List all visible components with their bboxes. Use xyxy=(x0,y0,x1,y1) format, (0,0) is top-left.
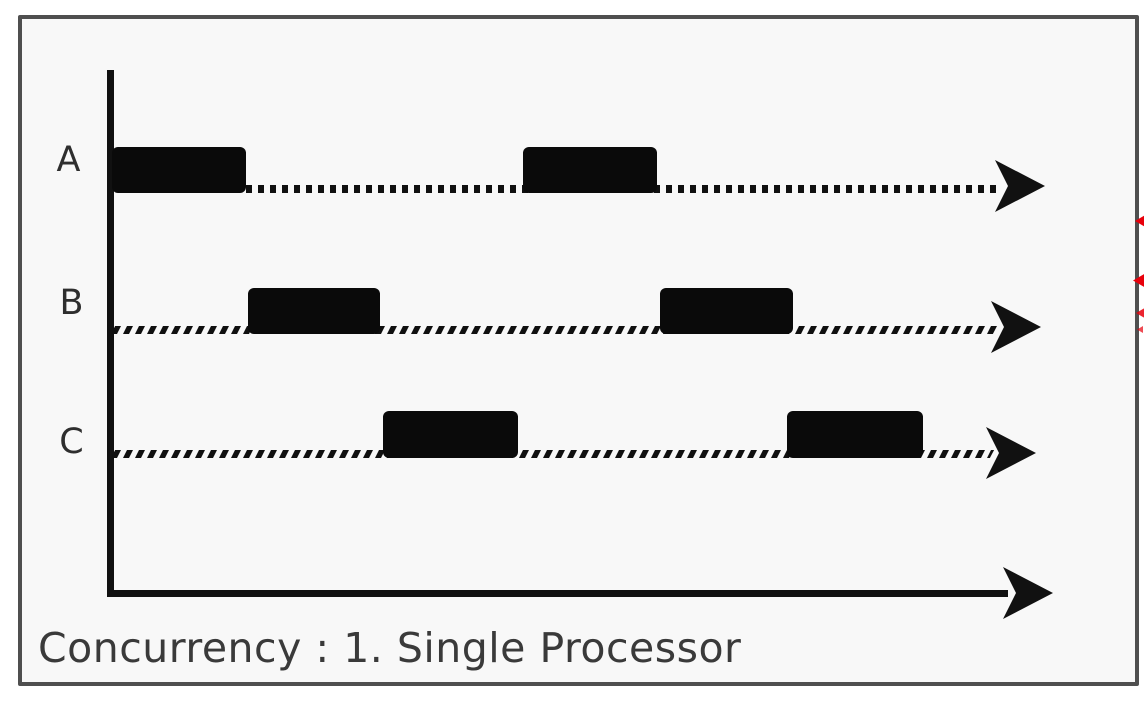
red-annotation-arrow-icon xyxy=(1133,274,1144,287)
row-label-a: A xyxy=(56,140,82,180)
timeline-arrow-icon xyxy=(991,301,1041,353)
y-axis-line xyxy=(107,70,114,597)
red-annotation-arrow-icon xyxy=(1137,326,1143,333)
timeline-dotted-line xyxy=(110,326,998,334)
task-execution-bar xyxy=(383,411,518,458)
task-execution-bar xyxy=(787,411,923,458)
timeline-arrow-icon xyxy=(986,427,1036,479)
task-execution-bar xyxy=(112,147,246,193)
timeline-arrow-icon xyxy=(995,160,1045,212)
task-execution-bar xyxy=(660,288,793,334)
caption-text: Concurrency : 1. Single Processor xyxy=(38,624,742,672)
task-execution-bar xyxy=(523,147,657,193)
x-axis-line xyxy=(107,590,1008,597)
red-annotation-arrow-icon xyxy=(1136,308,1144,318)
red-annotation-arrow-icon xyxy=(1135,215,1144,227)
diagram-frame xyxy=(18,15,1139,686)
x-axis-arrow-icon xyxy=(1003,567,1053,619)
row-label-b: B xyxy=(59,283,85,323)
task-execution-bar xyxy=(248,288,380,334)
row-label-c: C xyxy=(59,422,85,462)
